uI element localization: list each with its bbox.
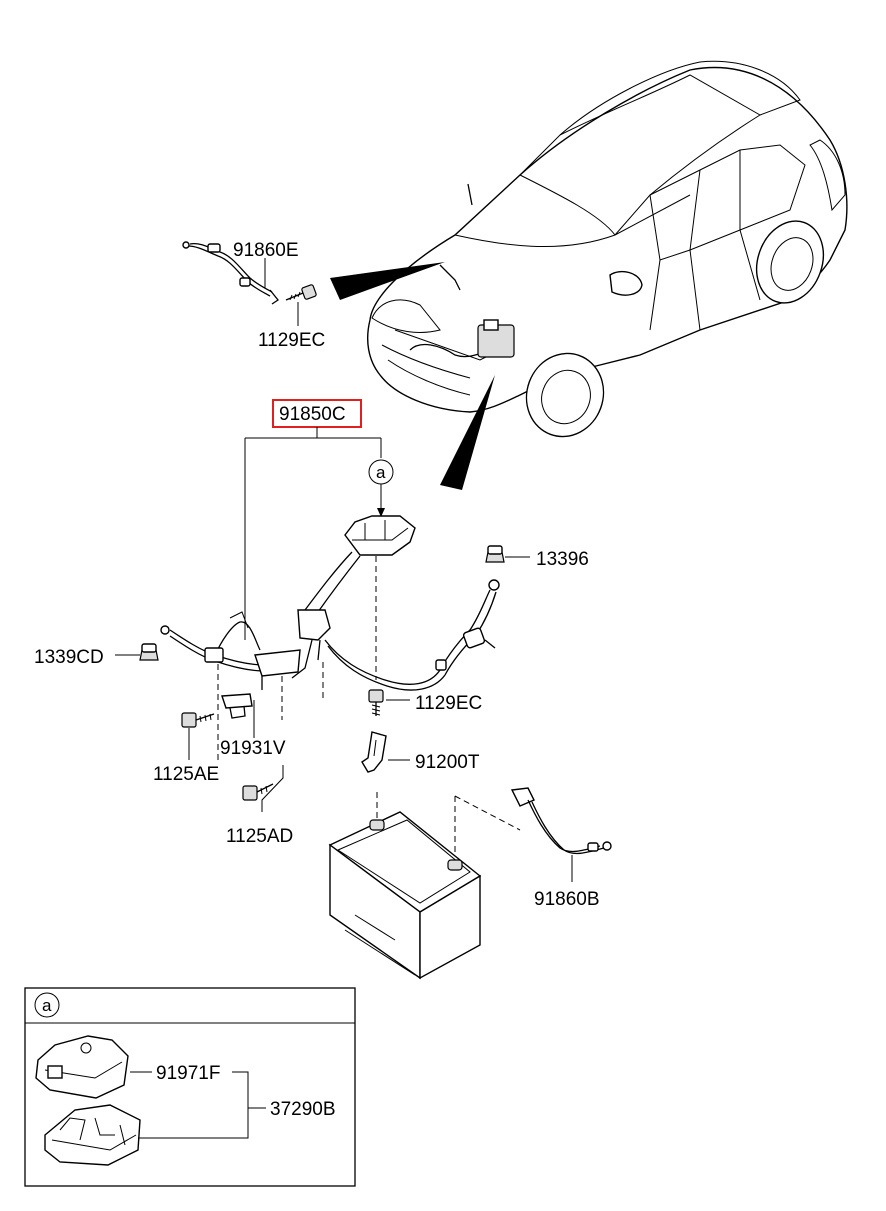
label-1129EC-top: 1129EC [258, 330, 325, 351]
vehicle-illustration [367, 60, 848, 438]
bolt-1125AD [242, 783, 274, 801]
label-1339CD: 1339CD [34, 647, 104, 668]
label-37290B: 37290B [270, 1099, 336, 1120]
detail-box-a [24, 987, 356, 1187]
label-1125AD: 1125AD [226, 826, 293, 847]
battery-harness-91850C [160, 515, 500, 691]
detail-callout-letter: a [376, 463, 386, 482]
label-91971F: 91971F [156, 1063, 220, 1084]
label-91850C: 91850C [279, 404, 346, 425]
fuse-box-base-37290B [44, 1104, 141, 1166]
label-1129EC-mid: 1129EC [415, 693, 482, 714]
ground-cable-91860E [182, 241, 279, 305]
detail-box-callout-circle [34, 992, 60, 1018]
detail-box-callout-letter: a [42, 996, 52, 1015]
nut-13396 [485, 545, 505, 563]
bolt-1129EC-top [285, 284, 317, 301]
fuse-box-cover-91971F [35, 1035, 129, 1099]
battery [328, 811, 482, 980]
pointer-wedge-upper [330, 262, 445, 300]
bolt-1125AE [181, 712, 215, 728]
nut-1339CD [139, 643, 159, 661]
bolt-1129EC-mid [368, 689, 384, 716]
label-91860E: 91860E [233, 240, 299, 261]
label-91860B: 91860B [534, 889, 600, 910]
label-1125AE: 1125AE [153, 764, 219, 785]
bracket-91931V [221, 693, 253, 719]
label-13396: 13396 [536, 549, 589, 570]
ground-cable-91860B [510, 787, 612, 855]
label-91200T: 91200T [415, 752, 480, 773]
label-91931V: 91931V [220, 738, 286, 759]
bracket-91200T [361, 731, 387, 773]
pointer-wedge-lower [440, 375, 495, 490]
